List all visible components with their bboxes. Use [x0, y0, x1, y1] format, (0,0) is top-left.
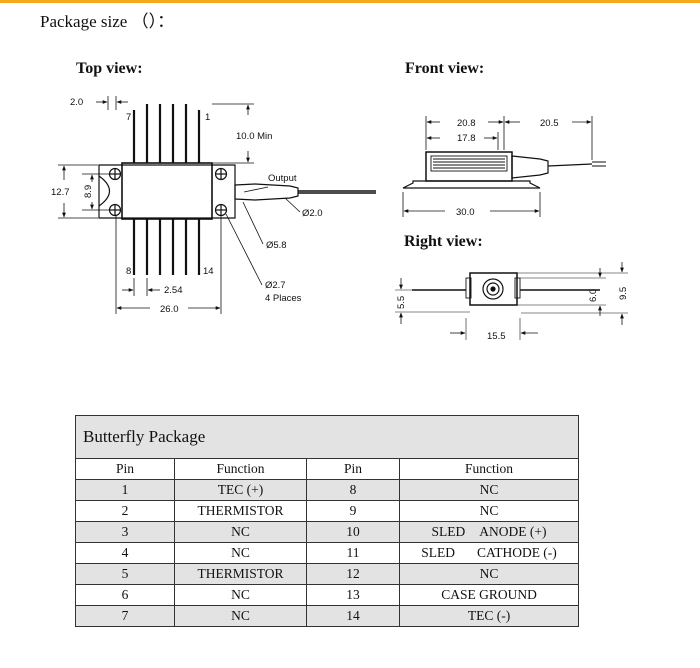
- dim-20-5: 20.5: [540, 118, 559, 129]
- function-cell: THERMISTOR: [174, 500, 307, 522]
- function-cell: NC: [174, 584, 307, 606]
- pin-cell: 3: [75, 521, 175, 543]
- right-view-drawing: [395, 262, 628, 340]
- dim-2-0: 2.0: [70, 97, 83, 108]
- top-pins-lower: [132, 218, 201, 275]
- dim-17-8: 17.8: [457, 133, 476, 144]
- dim-6-0: 6.0: [588, 289, 599, 302]
- top-pins-upper: [132, 104, 201, 163]
- pin-cell: 13: [306, 584, 400, 606]
- pin-7-label: 7: [126, 112, 131, 123]
- table-header-row: Pin Function Pin Function: [75, 458, 580, 480]
- right-view-labels: 5.5 6.0 9.5 15.5: [396, 287, 629, 342]
- function-cell: NC: [398, 479, 580, 501]
- pin-function-table: Butterfly Package Pin Function Pin Funct…: [74, 415, 580, 627]
- function-cell: TEC (+): [174, 479, 307, 501]
- right-view-label: Right view:: [404, 233, 483, 250]
- table-row: 1 TEC (+) 8 NC: [75, 479, 580, 501]
- pin-cell: 10: [306, 521, 400, 543]
- pin-cell: 8: [306, 479, 400, 501]
- header-pin: Pin: [75, 458, 175, 480]
- top-view-labels: 2.0 7 1 10.0 Min Output 12.7 8.9 Ø2.0 Ø5…: [51, 97, 323, 315]
- function-cell: SLED ANODE (+): [398, 521, 580, 543]
- front-view-drawing: [402, 116, 606, 217]
- function-cell: NC: [174, 605, 307, 627]
- dim-dia-2-7: Ø2.7: [265, 280, 286, 291]
- dim-dia-5-8: Ø5.8: [266, 240, 287, 251]
- pin-1-label: 1: [205, 112, 210, 123]
- dim-26-0: 26.0: [160, 304, 179, 315]
- output-label: Output: [268, 173, 297, 184]
- header-pin-2: Pin: [306, 458, 400, 480]
- table-title: Butterfly Package: [74, 415, 580, 459]
- table-row: 3 NC 10 SLED ANODE (+): [75, 521, 580, 543]
- function-part: SLED: [421, 545, 455, 560]
- function-cell: CASE GROUND: [398, 584, 580, 606]
- header-function-2: Function: [398, 458, 580, 480]
- dim-dia-2-0: Ø2.0: [302, 208, 323, 219]
- pin-cell: 12: [306, 563, 400, 585]
- dim-2-54: 2.54: [164, 285, 183, 296]
- four-places-label: 4 Places: [265, 293, 302, 304]
- table-row: 6 NC 13 CASE GROUND: [75, 584, 580, 606]
- pin-cell: 9: [306, 500, 400, 522]
- pin-cell: 2: [75, 500, 175, 522]
- function-part: ANODE (+): [479, 524, 547, 539]
- function-cell: NC: [398, 563, 580, 585]
- front-view-label: Front view:: [405, 60, 485, 77]
- header-function: Function: [174, 458, 307, 480]
- pin-cell: 7: [75, 605, 175, 627]
- table-row: 2 THERMISTOR 9 NC: [75, 500, 580, 522]
- pin-cell: 5: [75, 563, 175, 585]
- dim-10-min: 10.0 Min: [236, 131, 272, 142]
- front-view-labels: 20.8 17.8 20.5 30.0: [456, 118, 559, 218]
- function-cell: THERMISTOR: [174, 563, 307, 585]
- top-accent-bar: [0, 0, 700, 3]
- mounting-holes: [108, 167, 228, 217]
- front-window-lines: [430, 155, 508, 172]
- function-part: CATHODE (-): [476, 545, 557, 560]
- dim-30-0: 30.0: [456, 207, 475, 218]
- pin-cell: 4: [75, 542, 175, 564]
- pin-cell: 6: [75, 584, 175, 606]
- function-cell: NC: [398, 500, 580, 522]
- package-drawing: 2.0 7 1 10.0 Min Output 12.7 8.9 Ø2.0 Ø5…: [51, 96, 629, 342]
- dim-9-5: 9.5: [618, 287, 629, 300]
- pin-cell: 11: [306, 542, 400, 564]
- pin-14-label: 14: [203, 266, 214, 277]
- dim-20-8: 20.8: [457, 118, 476, 129]
- top-view-drawing: [58, 96, 376, 314]
- function-cell: NC: [174, 521, 307, 543]
- function-part: SLED: [431, 524, 466, 539]
- page-heading: Package size （）：: [40, 12, 175, 31]
- table-row: 7 NC 14 TEC (-): [75, 605, 580, 627]
- table-row: 5 THERMISTOR 12 NC: [75, 563, 580, 585]
- top-view-label: Top view:: [76, 60, 143, 77]
- function-cell: TEC (-): [398, 605, 580, 627]
- dim-5-5: 5.5: [396, 296, 407, 309]
- pin-cell: 1: [75, 479, 175, 501]
- dim-15-5: 15.5: [487, 331, 506, 342]
- table-row: 4 NC 11 SLED CATHODE (-): [75, 542, 580, 564]
- function-cell: NC: [174, 542, 307, 564]
- function-cell: SLED CATHODE (-): [398, 542, 580, 564]
- pin-cell: 14: [306, 605, 400, 627]
- dim-8-9: 8.9: [83, 185, 94, 198]
- pin-8-label: 8: [126, 266, 131, 277]
- dim-12-7: 12.7: [51, 187, 70, 198]
